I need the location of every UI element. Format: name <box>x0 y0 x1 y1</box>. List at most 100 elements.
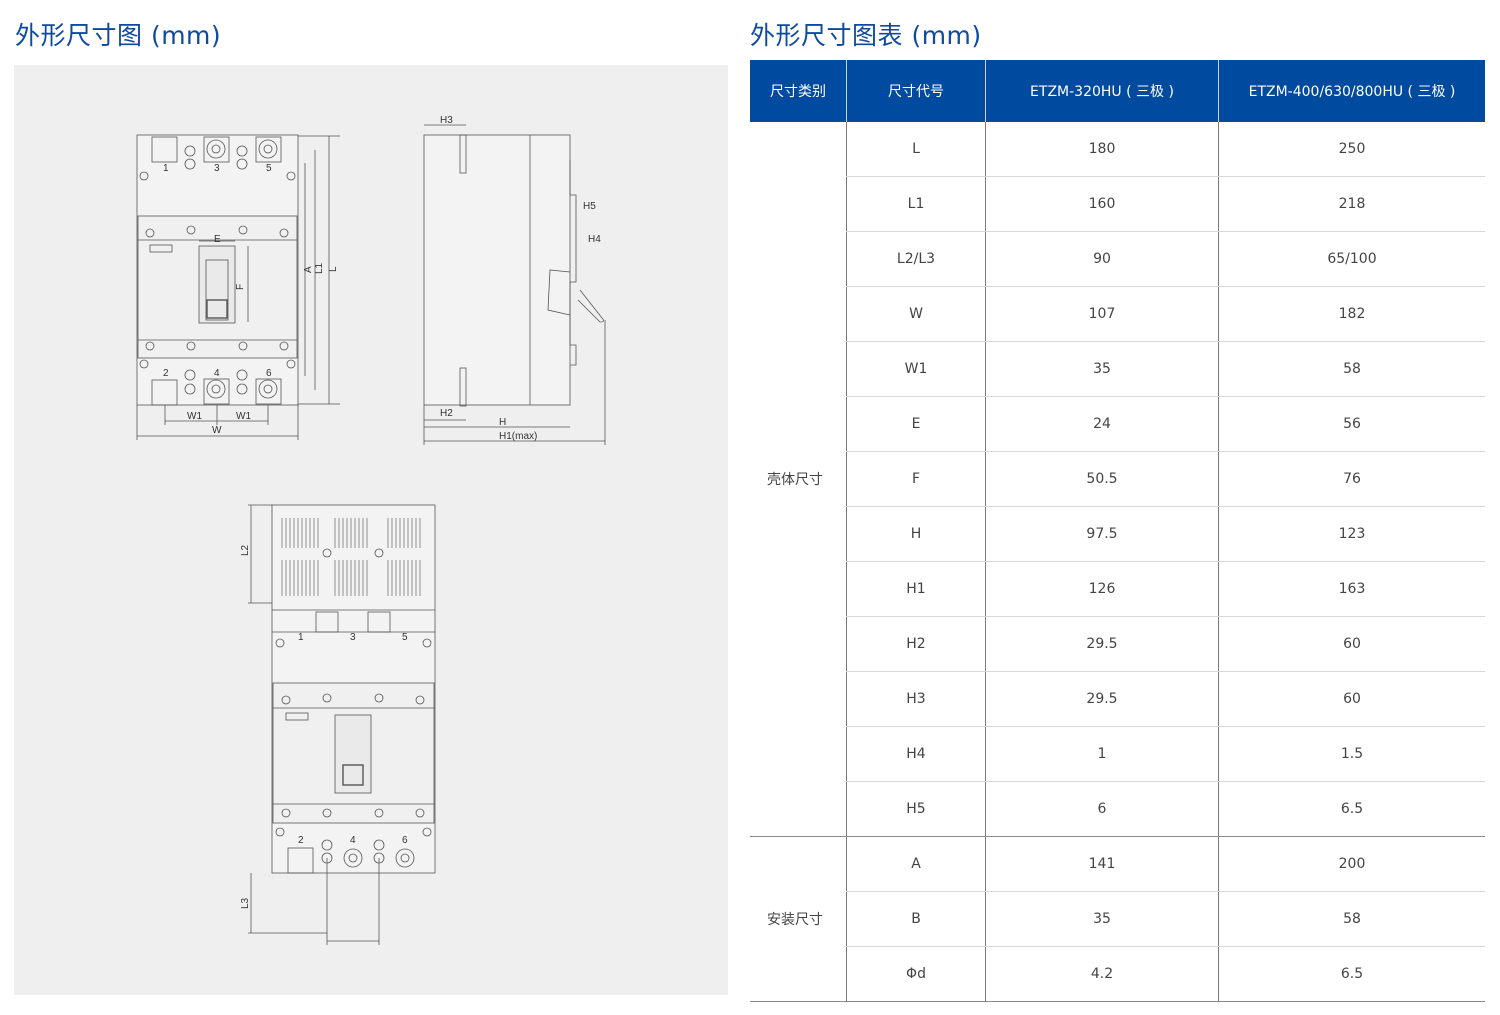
code-cell: H5 <box>846 781 986 837</box>
dim-h4-label: H4 <box>588 234 601 245</box>
etzm-400-630-800hu-cell: 65/100 <box>1218 231 1485 287</box>
dim-h-label: H <box>499 417 506 428</box>
header-category: 尺寸类别 <box>750 60 847 122</box>
code-cell: F <box>846 451 986 507</box>
code-cell: L1 <box>846 176 986 232</box>
etzm-400-630-800hu-cell: 58 <box>1218 891 1485 947</box>
etzm-320hu-cell: 24 <box>985 396 1219 452</box>
etzm-320hu-cell: 126 <box>985 561 1219 617</box>
terminal-6-label: 6 <box>266 368 272 379</box>
etzm-400-630-800hu-cell: 123 <box>1218 506 1485 562</box>
etzm-320hu-cell: 35 <box>985 891 1219 947</box>
etzm-320hu-cell: 107 <box>985 286 1219 342</box>
etzm-400-630-800hu-cell: 6.5 <box>1218 781 1485 837</box>
dim-w1-label: W1 <box>187 411 202 422</box>
dim-w1-label-2: W1 <box>236 411 251 422</box>
code-cell: H3 <box>846 671 986 727</box>
etzm-400-630-800hu-cell: 200 <box>1218 836 1485 892</box>
dimension-drawing-panel: 1 3 5 2 4 6 E F A L1 L W1 W1 W H3 H5 H4 … <box>14 65 728 995</box>
dim-w-label: W <box>212 425 222 436</box>
dim-h5-label: H5 <box>583 201 596 212</box>
side-view <box>423 124 606 445</box>
code-cell: L2/L3 <box>846 231 986 287</box>
dim-h3-label: H3 <box>440 115 453 126</box>
rear-terminal-5-label: 5 <box>402 632 408 643</box>
rear-terminal-2-label: 2 <box>298 835 304 846</box>
etzm-400-630-800hu-cell: 250 <box>1218 122 1485 177</box>
etzm-320hu-cell: 50.5 <box>985 451 1219 507</box>
category-cell: 安装尺寸 <box>750 836 847 1002</box>
dim-l3-label: L3 <box>240 897 251 909</box>
etzm-320hu-cell: 35 <box>985 341 1219 397</box>
dim-e-label: E <box>214 234 221 245</box>
dim-f-label: F <box>235 284 246 290</box>
dimension-table: 尺寸类别 尺寸代号 ETZM-320HU ( 三极 ) ETZM-400/630… <box>750 60 1485 1002</box>
etzm-400-630-800hu-cell: 1.5 <box>1218 726 1485 782</box>
dimension-drawings: 1 3 5 2 4 6 E F A L1 L W1 W1 W H3 H5 H4 … <box>136 115 606 945</box>
etzm-320hu-cell: 180 <box>985 122 1219 177</box>
etzm-400-630-800hu-cell: 60 <box>1218 616 1485 672</box>
dim-h2-label: H2 <box>440 408 453 419</box>
code-cell: B <box>846 891 986 947</box>
etzm-400-630-800hu-cell: 56 <box>1218 396 1485 452</box>
dim-l1-label: L1 <box>314 262 325 274</box>
code-cell: E <box>846 396 986 452</box>
table-header-row: 尺寸类别 尺寸代号 ETZM-320HU ( 三极 ) ETZM-400/630… <box>750 60 1485 122</box>
terminal-2-label: 2 <box>163 368 169 379</box>
etzm-400-630-800hu-cell: 76 <box>1218 451 1485 507</box>
etzm-400-630-800hu-cell: 182 <box>1218 286 1485 342</box>
table-title: 外形尺寸图表 (mm) <box>750 21 982 50</box>
rear-view <box>248 504 436 945</box>
etzm-400-630-800hu-cell: 58 <box>1218 341 1485 397</box>
code-cell: H4 <box>846 726 986 782</box>
code-cell: Φd <box>846 946 986 1002</box>
dim-l2-label: L2 <box>240 544 251 556</box>
code-cell: A <box>846 836 986 892</box>
dim-l-label: L <box>328 266 339 272</box>
etzm-320hu-cell: 4.2 <box>985 946 1219 1002</box>
etzm-320hu-cell: 29.5 <box>985 671 1219 727</box>
terminal-4-label: 4 <box>214 368 220 379</box>
etzm-320hu-cell: 1 <box>985 726 1219 782</box>
terminal-3-label: 3 <box>214 163 220 174</box>
etzm-320hu-cell: 141 <box>985 836 1219 892</box>
code-cell: W <box>846 286 986 342</box>
terminal-1-label: 1 <box>163 163 169 174</box>
rear-terminal-6-label: 6 <box>402 835 408 846</box>
etzm-320hu-cell: 90 <box>985 231 1219 287</box>
header-etzm-400-630-800hu: ETZM-400/630/800HU ( 三极 ) <box>1218 60 1485 122</box>
etzm-320hu-cell: 6 <box>985 781 1219 837</box>
dim-a-label: A <box>303 266 314 273</box>
terminal-5-label: 5 <box>266 163 272 174</box>
etzm-400-630-800hu-cell: 163 <box>1218 561 1485 617</box>
code-cell: H <box>846 506 986 562</box>
etzm-320hu-cell: 160 <box>985 176 1219 232</box>
header-code: 尺寸代号 <box>846 60 986 122</box>
header-etzm-320hu: ETZM-320HU ( 三极 ) <box>985 60 1219 122</box>
etzm-320hu-cell: 29.5 <box>985 616 1219 672</box>
etzm-400-630-800hu-cell: 218 <box>1218 176 1485 232</box>
etzm-400-630-800hu-cell: 6.5 <box>1218 946 1485 1002</box>
rear-terminal-1-label: 1 <box>298 632 304 643</box>
etzm-400-630-800hu-cell: 60 <box>1218 671 1485 727</box>
code-cell: L <box>846 122 986 177</box>
rear-terminal-4-label: 4 <box>350 835 356 846</box>
code-cell: H1 <box>846 561 986 617</box>
code-cell: W1 <box>846 341 986 397</box>
dim-h1max-label: H1(max) <box>499 431 537 442</box>
